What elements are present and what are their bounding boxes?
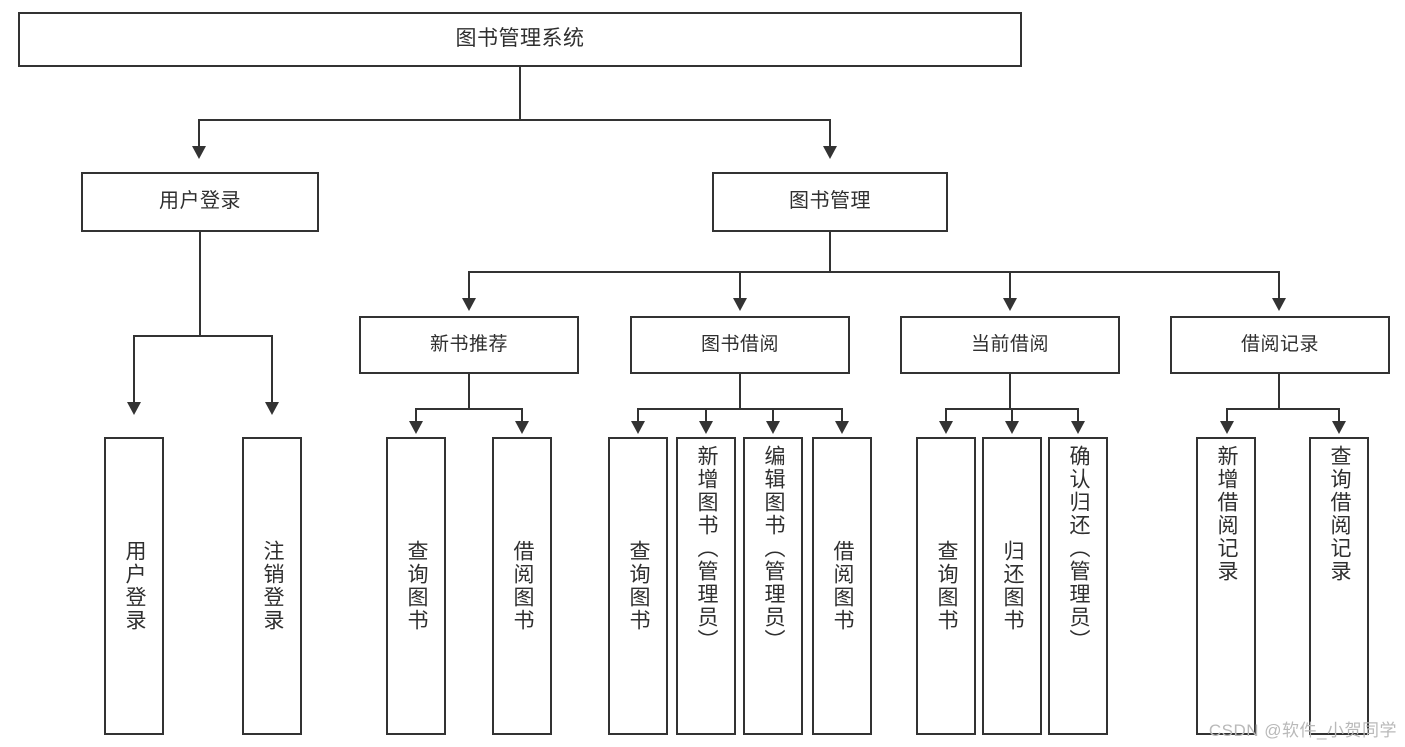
connector-level2-drop-1 xyxy=(468,271,470,299)
arrow-to-leaf-nb-query-book xyxy=(409,421,423,434)
arrow-to-leaf-logout xyxy=(265,402,279,415)
leaf-br-add-record[interactable]: 新增借阅记录 xyxy=(1196,437,1256,735)
leaf-br-query-record[interactable]: 查询借阅记录 xyxy=(1309,437,1369,735)
connector-cb-drop-1 xyxy=(945,408,947,422)
connector-br-drop-1 xyxy=(1226,408,1228,422)
arrow-to-leaf-br-query-record xyxy=(1332,421,1346,434)
leaf-bb-add-book[interactable]: 新增图书（管理员） xyxy=(676,437,736,735)
connector-user-login-stem xyxy=(199,232,201,336)
leaf-user-login[interactable]: 用户登录 xyxy=(104,437,164,735)
leaf-bb-query-book[interactable]: 查询图书 xyxy=(608,437,668,735)
leaf-cb-confirm-return[interactable]: 确认归还（管理员） xyxy=(1048,437,1108,735)
arrow-to-leaf-user-login xyxy=(127,402,141,415)
connector-bb-drop-1 xyxy=(637,408,639,422)
arrow-to-leaf-br-add-record xyxy=(1220,421,1234,434)
arrow-to-book-management xyxy=(823,146,837,159)
connector-bb-drop-2 xyxy=(705,408,707,422)
leaf-cb-return-book[interactable]: 归还图书 xyxy=(982,437,1042,735)
node-user-login[interactable]: 用户登录 xyxy=(81,172,319,232)
connector-book-borrow-bar xyxy=(637,408,843,410)
arrow-to-leaf-nb-borrow-book xyxy=(515,421,529,434)
arrow-to-book-borrow xyxy=(733,298,747,311)
arrow-to-user-login xyxy=(192,146,206,159)
arrow-to-borrow-record xyxy=(1272,298,1286,311)
connector-cb-drop-2 xyxy=(1011,408,1013,422)
arrow-to-new-book-recommend xyxy=(462,298,476,311)
connector-new-book-bar xyxy=(415,408,523,410)
arrow-to-leaf-cb-confirm-return xyxy=(1071,421,1085,434)
connector-root-bar xyxy=(198,119,831,121)
leaf-logout[interactable]: 注销登录 xyxy=(242,437,302,735)
arrow-to-leaf-bb-edit-book xyxy=(766,421,780,434)
arrow-to-leaf-cb-return-book xyxy=(1005,421,1019,434)
node-root-system[interactable]: 图书管理系统 xyxy=(18,12,1022,67)
connector-new-book-stem xyxy=(468,374,470,409)
connector-level2-drop-2 xyxy=(739,271,741,299)
csdn-watermark: CSDN @软件_小贺同学 xyxy=(1208,721,1397,740)
connector-borrow-record-bar xyxy=(1226,408,1340,410)
arrow-to-current-borrow xyxy=(1003,298,1017,311)
leaf-bb-borrow-book[interactable]: 借阅图书 xyxy=(812,437,872,735)
connector-cb-drop-3 xyxy=(1077,408,1079,422)
leaf-bb-edit-book[interactable]: 编辑图书（管理员） xyxy=(743,437,803,735)
connector-user-login-drop-2 xyxy=(271,335,273,403)
connector-user-login-bar xyxy=(133,335,273,337)
connector-book-management-stem xyxy=(829,232,831,272)
connector-user-login-drop-1 xyxy=(133,335,135,403)
connector-book-borrow-stem xyxy=(739,374,741,409)
connector-borrow-record-stem xyxy=(1278,374,1280,409)
node-book-borrow[interactable]: 图书借阅 xyxy=(630,316,850,374)
arrow-to-leaf-bb-borrow-book xyxy=(835,421,849,434)
leaf-cb-query-book[interactable]: 查询图书 xyxy=(916,437,976,735)
connector-new-book-drop-2 xyxy=(521,408,523,422)
connector-level2-bar xyxy=(468,271,1280,273)
arrow-to-leaf-bb-add-book xyxy=(699,421,713,434)
connector-current-borrow-stem xyxy=(1009,374,1011,409)
arrow-to-leaf-cb-query-book xyxy=(939,421,953,434)
leaf-nb-query-book[interactable]: 查询图书 xyxy=(386,437,446,735)
connector-new-book-drop-1 xyxy=(415,408,417,422)
connector-br-drop-2 xyxy=(1338,408,1340,422)
node-borrow-record[interactable]: 借阅记录 xyxy=(1170,316,1390,374)
connector-level2-drop-4 xyxy=(1278,271,1280,299)
connector-root-stem xyxy=(519,67,521,120)
connector-level2-drop-3 xyxy=(1009,271,1011,299)
connector-root-drop-1 xyxy=(198,119,200,147)
connector-bb-drop-3 xyxy=(772,408,774,422)
node-book-management[interactable]: 图书管理 xyxy=(712,172,948,232)
arrow-to-leaf-bb-query-book xyxy=(631,421,645,434)
node-current-borrow[interactable]: 当前借阅 xyxy=(900,316,1120,374)
leaf-nb-borrow-book[interactable]: 借阅图书 xyxy=(492,437,552,735)
connector-root-drop-2 xyxy=(829,119,831,147)
node-new-book-recommend[interactable]: 新书推荐 xyxy=(359,316,579,374)
connector-bb-drop-4 xyxy=(841,408,843,422)
